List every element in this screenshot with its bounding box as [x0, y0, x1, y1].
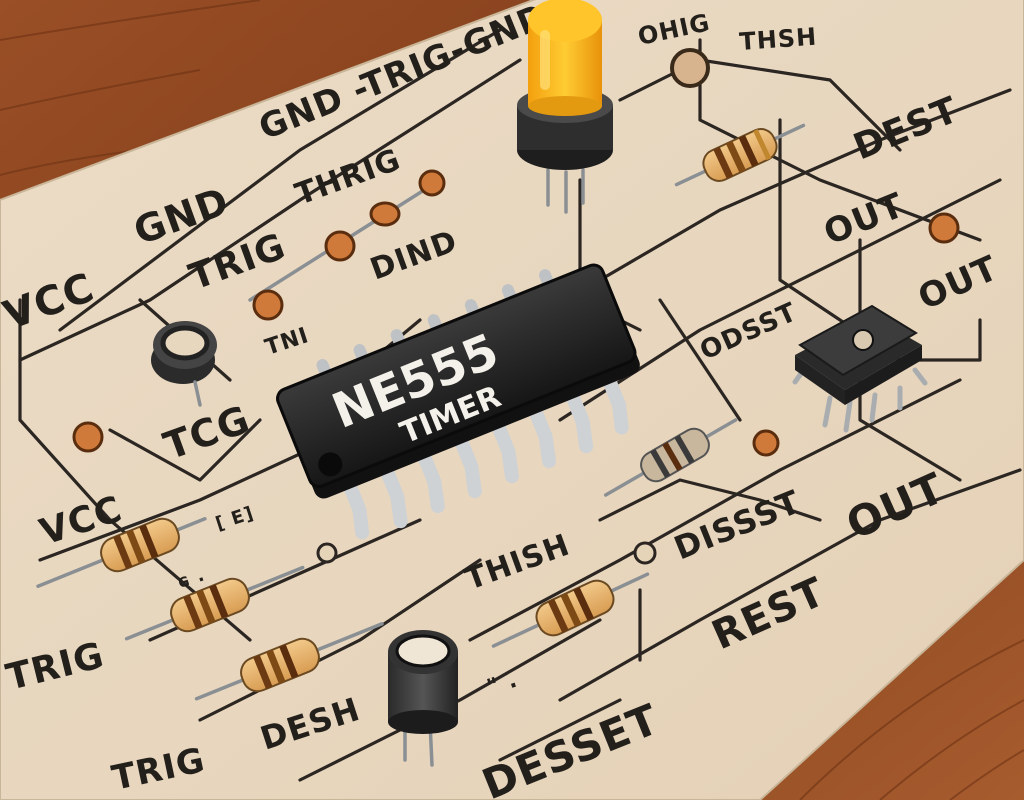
resistor-left-1 — [36, 517, 207, 588]
resistor-top-right — [674, 123, 806, 187]
wiring — [18, 28, 1022, 782]
diode-chain — [248, 169, 446, 321]
chip-pins-front — [342, 373, 629, 540]
ne555-chip: NE555 TIMER — [276, 263, 640, 540]
resistor-left-2 — [124, 565, 305, 641]
electrolytic-capacitor — [388, 630, 458, 767]
resistor-center-right — [603, 418, 738, 497]
small-ic — [792, 304, 928, 433]
label-thsh: THSH — [738, 23, 818, 56]
terminal-dots — [72, 48, 960, 565]
ring-capacitor — [151, 321, 217, 407]
yellow-led — [517, 0, 613, 214]
resistor-bottom-center — [491, 572, 650, 648]
resistor-left-3 — [194, 622, 384, 701]
